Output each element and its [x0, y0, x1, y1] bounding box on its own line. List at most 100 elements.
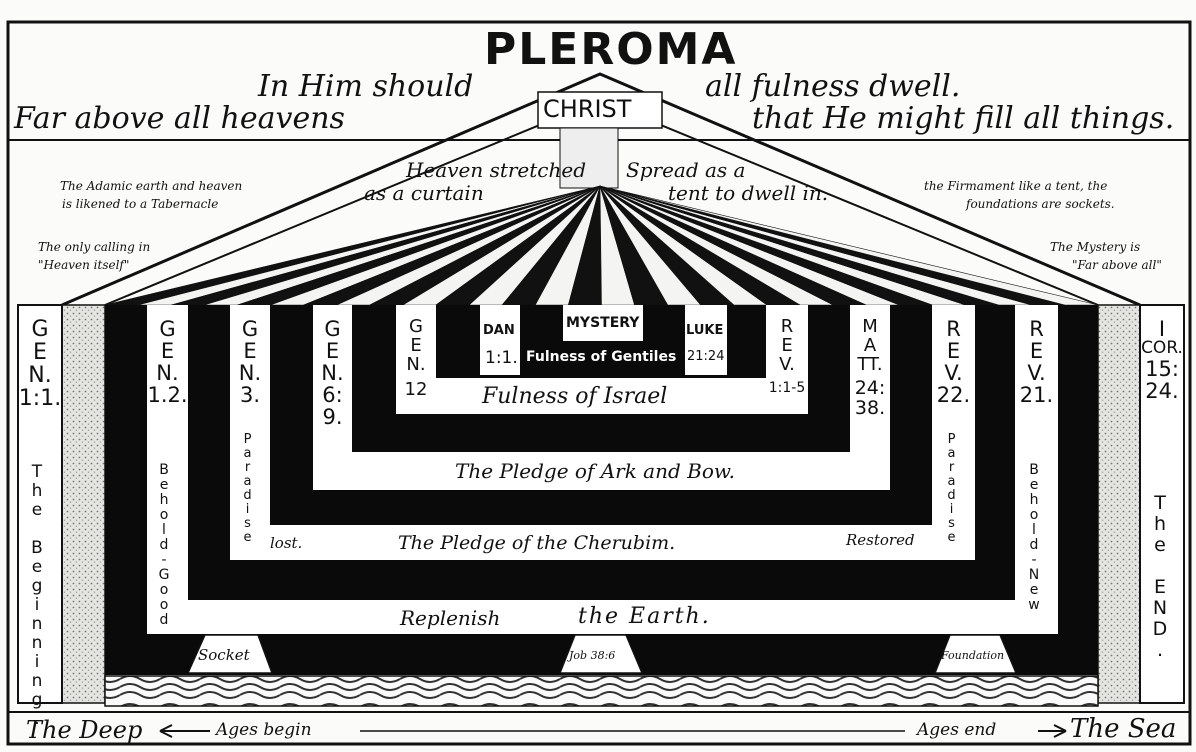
rev21-reference: R E V. 21.: [1015, 318, 1058, 406]
gen12b-ref-line: N.: [406, 353, 426, 375]
rev22-ref-line: R: [946, 317, 961, 341]
right-note-line1: the Firmament like a tent, the: [924, 179, 1108, 193]
page-title: PLEROMA: [484, 24, 738, 75]
matt-ref-line: 24:: [854, 376, 886, 399]
calling-line1: The only calling in: [38, 240, 151, 254]
roof-outline: [61, 72, 1141, 307]
gen12-ref-line: N.: [156, 361, 179, 386]
matt-reference: M A TT. 24: 38.: [850, 317, 890, 419]
cor-ref-line: 15:: [1145, 356, 1179, 381]
frame-replenish: [147, 305, 1058, 634]
frame-israel: [396, 305, 808, 414]
cor-ref-line: 24.: [1145, 378, 1179, 403]
gen69-ref-line: 9.: [322, 405, 343, 430]
frame-ark: [313, 305, 890, 490]
gen69-ref-line: E: [325, 339, 340, 364]
fulness-israel-text: Fulness of Israel: [482, 384, 668, 409]
ages-begin-label: Ages begin: [216, 720, 312, 740]
tent-rays: [104, 185, 1099, 306]
gen3-ref-line: N.: [238, 361, 262, 386]
mystery-note-line1: The Mystery is: [1050, 240, 1141, 254]
gen1-reference: G E N. 1:1.: [18, 318, 62, 410]
gen12b-ref-line: E: [410, 334, 422, 356]
rev1-ref-line: R: [780, 316, 794, 337]
outer-frame: [6, 20, 1192, 746]
gen3-ref-line: 3.: [239, 383, 261, 408]
rev22-ref-line: E: [946, 339, 961, 364]
christ-box: [537, 91, 663, 129]
luke-label: LUKE: [686, 323, 724, 338]
gen1-ref-line: E: [33, 340, 47, 366]
dan-label: DAN: [483, 323, 515, 338]
frame-cherubim: [230, 305, 975, 560]
dan-box: [480, 305, 520, 375]
socket-middle-label: Job 38:6: [569, 649, 616, 662]
paradise-lost-text: Paradise: [240, 432, 255, 544]
right-stipple-pillar: [1097, 304, 1141, 704]
ark-bow-text: The Pledge of Ark and Bow.: [455, 459, 735, 483]
matt-ref-line: A: [863, 334, 877, 356]
rev21-ref-line: V.: [1027, 361, 1046, 386]
gen1-ref-line: 1:1.: [18, 386, 62, 412]
as-a-curtain-text: as a curtain: [364, 181, 484, 205]
rev1-reference: R E V. 1:1-5: [766, 316, 808, 396]
lost-label: lost.: [270, 534, 303, 552]
paradise-restored-text: Paradise: [944, 432, 959, 544]
spread-as-a-text: Spread as a: [626, 158, 746, 182]
gen69-ref-line: 6:: [322, 383, 343, 408]
arrow-left-head: [159, 724, 173, 738]
gen1-ref-line: G: [31, 317, 49, 342]
socket-left-label: Socket: [198, 646, 250, 664]
rev1-ref-line: E: [781, 334, 793, 356]
calling-line2: "Heaven itself": [38, 258, 130, 272]
gen12b-ref-line: 12: [404, 378, 428, 400]
gen3-reference: G E N. 3.: [230, 318, 270, 406]
christ-label: CHRIST: [543, 95, 632, 123]
matt-ref-line: 38.: [854, 396, 886, 419]
left-note-line2: is likened to a Tabernacle: [62, 197, 219, 211]
gen1-ref-line: N.: [28, 363, 52, 389]
the-end-text: The END.: [1149, 492, 1171, 660]
dan-ref: 1:1.: [485, 348, 518, 368]
arrow-right-head: [1053, 724, 1067, 738]
luke-ref: 21:24: [687, 349, 725, 364]
gen69-reference: G E N. 6: 9.: [313, 318, 352, 428]
gen1-column: [17, 304, 63, 704]
header-line2-right: that He might fill all things.: [752, 101, 1175, 136]
the-deep-label: The Deep: [26, 716, 143, 744]
cherubim-text: The Pledge of the Cherubim.: [398, 532, 676, 554]
socket-left: [186, 634, 274, 674]
luke-box: [685, 305, 727, 375]
mystery-box: [563, 305, 643, 341]
mystery-label: MYSTERY: [566, 315, 640, 331]
tent-to-dwell-text: tent to dwell in.: [668, 181, 829, 205]
behold-good-text: Behold-Good: [156, 462, 172, 627]
gen3-ref-line: G: [241, 317, 259, 341]
the-beginning-text: The Beginning.: [27, 462, 47, 728]
rev22-ref-line: 22.: [936, 383, 971, 408]
header-line2-left: Far above all heavens: [14, 101, 345, 136]
header-line1-right: all fulness dwell.: [705, 69, 961, 104]
cor-ref-line: COR.: [1141, 338, 1183, 359]
rev21-ref-line: E: [1029, 339, 1044, 364]
gen3-ref-line: E: [243, 339, 257, 364]
left-stipple-pillar: [61, 304, 106, 704]
socket-middle: [558, 634, 644, 674]
cor-reference: I COR. 15: 24.: [1140, 318, 1184, 402]
gen12b-reference: G E N. 12: [396, 317, 436, 400]
fulness-gentiles-text: Fulness of Gentiles: [526, 349, 677, 365]
gen12-ref-line: 1.2.: [147, 383, 188, 408]
gen12-ref-line: G: [159, 317, 176, 341]
rev1-ref-line: V.: [779, 353, 795, 375]
cor-column: [1139, 304, 1185, 704]
rev1-ref-line: 1:1-5: [768, 379, 806, 396]
gen12-ref-line: E: [160, 339, 175, 364]
matt-ref-line: TT.: [857, 353, 883, 375]
rev21-ref-line: R: [1029, 317, 1044, 341]
right-note-line2: foundations are sockets.: [966, 197, 1115, 211]
rev22-reference: R E V. 22.: [932, 318, 975, 406]
behold-new-text: Behold-New: [1026, 462, 1042, 612]
rev22-ref-line: V.: [944, 361, 963, 386]
